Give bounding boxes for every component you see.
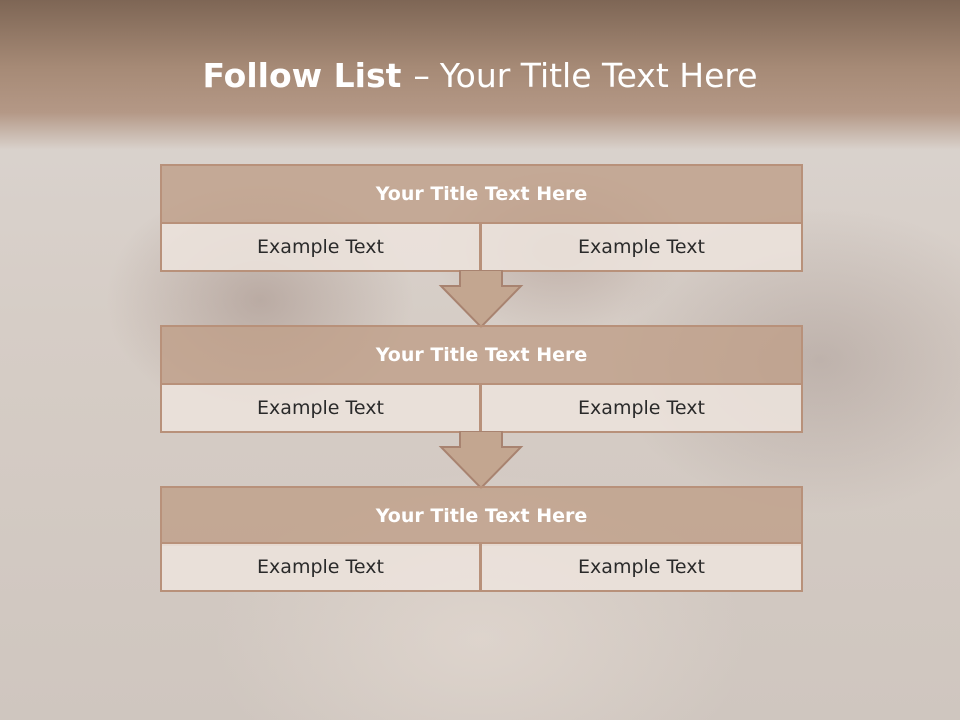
step-title-2: Your Title Text Here <box>160 325 803 385</box>
title-rest: Your Title Text Here <box>439 56 758 95</box>
title-separator: – <box>413 56 430 95</box>
step-3-left-cell: Example Text <box>160 542 481 592</box>
step-1-right-cell: Example Text <box>480 222 803 272</box>
slide-title: Follow List–Your Title Text Here <box>0 52 960 100</box>
step-block-1: Your Title Text Here Example Text Exampl… <box>160 164 803 273</box>
step-2-right-cell: Example Text <box>480 383 803 433</box>
down-arrow-icon <box>438 270 524 329</box>
step-1-left-cell: Example Text <box>160 222 481 272</box>
step-title-3: Your Title Text Here <box>160 486 803 546</box>
header-band <box>0 0 960 150</box>
down-arrow-icon <box>438 431 524 490</box>
title-bold: Follow List <box>202 56 402 95</box>
step-3-right-cell: Example Text <box>480 542 803 592</box>
step-2-left-cell: Example Text <box>160 383 481 433</box>
step-title-1: Your Title Text Here <box>160 164 803 224</box>
step-block-2: Your Title Text Here Example Text Exampl… <box>160 325 803 434</box>
step-block-3: Your Title Text Here Example Text Exampl… <box>160 486 803 592</box>
